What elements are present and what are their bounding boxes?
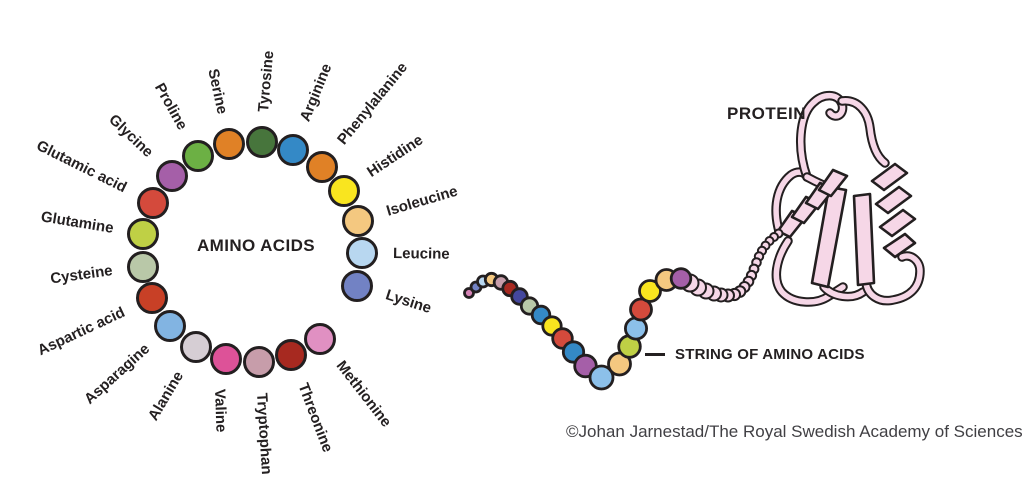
amino-acid-dot-lysine	[340, 269, 373, 302]
protein-loop	[863, 253, 923, 304]
amino-acid-dot-isoleucine	[341, 204, 374, 237]
protein-label: PROTEIN	[727, 104, 807, 123]
amino-acid-dot-proline	[182, 140, 215, 173]
protein-helix-fold	[878, 208, 917, 238]
amino-acid-dot-glutamic-acid	[137, 187, 170, 220]
wheel-title: AMINO ACIDS	[196, 236, 316, 255]
amino-acid-dot-phenylalanine	[305, 150, 338, 183]
protein-loop	[821, 284, 866, 300]
string-callout: STRING OF AMINO ACIDS	[645, 346, 865, 363]
amino-acid-dot-arginine	[277, 134, 310, 167]
amino-acid-dot-glycine	[156, 160, 189, 193]
amino-acid-dot-valine	[210, 342, 243, 375]
callout-dash	[645, 353, 665, 356]
amino-acid-dot-methionine	[303, 322, 336, 355]
amino-acid-dot-threonine	[274, 338, 307, 371]
protein-helix-fold	[870, 162, 909, 192]
protein-helix-fold	[882, 232, 917, 259]
credit-line: ©Johan Jarnestad/The Royal Swedish Acade…	[566, 422, 1023, 441]
protein-beta-strand	[852, 192, 876, 287]
coil-linker	[680, 228, 784, 303]
amino-acid-dot-cysteine	[127, 251, 160, 284]
chain-bead	[638, 279, 662, 303]
protein-ribbon	[771, 90, 925, 307]
amino-acid-dot-alanine	[179, 330, 212, 363]
protein-beta-strand	[810, 185, 848, 289]
protein-loop	[798, 92, 846, 180]
string-of-amino-acids-label: STRING OF AMINO ACIDS	[675, 346, 865, 363]
amino-acid-dot-histidine	[327, 175, 360, 208]
amino-acid-dot-glutamine	[127, 218, 160, 251]
amino-acid-dot-tryptophan	[242, 345, 275, 378]
protein-helix-fold	[874, 185, 913, 215]
amino-acid-dot-leucine	[345, 237, 378, 270]
amino-acid-dot-tyrosine	[245, 126, 278, 159]
protein-loop	[839, 98, 888, 166]
protein-loop	[773, 238, 846, 305]
chain-bead	[629, 297, 653, 322]
amino-acid-dot-aspartic-acid	[136, 282, 169, 315]
amino-acid-dot-asparagine	[154, 309, 187, 342]
amino-acid-dot-serine	[212, 128, 245, 161]
chain-bead	[588, 364, 615, 391]
amino-acid-chain	[463, 267, 693, 391]
protein-helix-fold	[817, 168, 849, 198]
chain-bead	[669, 267, 693, 290]
